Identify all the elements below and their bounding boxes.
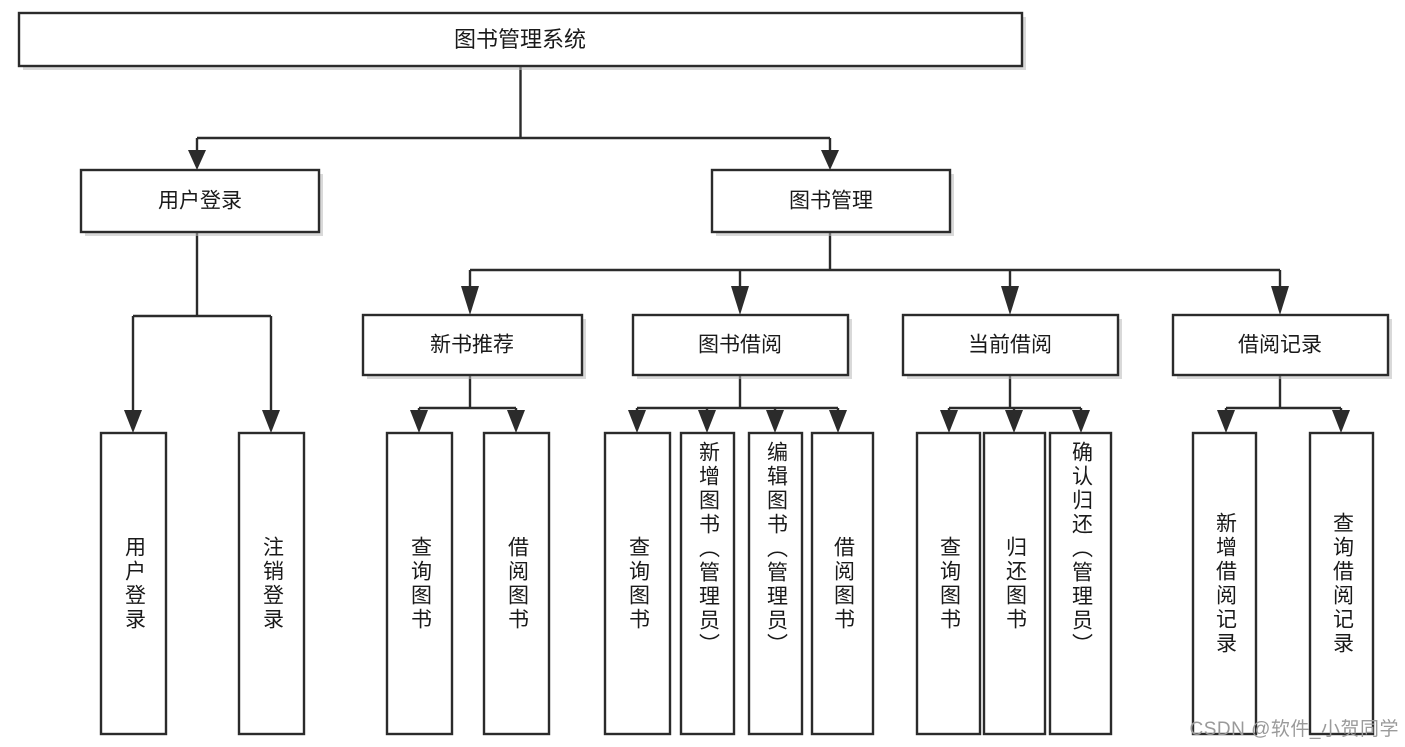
label-book-borrow: 图书借阅 (698, 334, 782, 357)
box-book-management[interactable] (710, 168, 952, 234)
label-borrow-record: 借阅记录 (1238, 334, 1322, 357)
arrow-leaf-user-login (124, 410, 142, 433)
box-leaf-query-book-2[interactable] (603, 431, 672, 736)
arrow-leaf-add-book-admin (698, 410, 716, 433)
box-leaf-query-book-1[interactable] (385, 431, 454, 736)
arrow-leaf-borrow-book-1 (507, 410, 525, 433)
arrow-leaf-edit-book-admin (766, 410, 784, 433)
label-current-borrow: 当前借阅 (968, 334, 1052, 357)
arrow-leaf-query-borrow-record (1332, 410, 1350, 433)
box-leaf-query-book-3[interactable] (915, 431, 982, 736)
arrow-book-management (821, 150, 839, 170)
arrow-leaf-return-book (1005, 410, 1023, 433)
label-new-book-recommend: 新书推荐 (430, 334, 514, 357)
arrow-leaf-borrow-book-2 (829, 410, 847, 433)
arrow-leaf-confirm-return-admin (1072, 410, 1090, 433)
box-borrow-record[interactable] (1171, 313, 1390, 377)
box-book-borrow[interactable] (631, 313, 850, 377)
box-leaf-confirm-return-admin[interactable] (1048, 431, 1113, 736)
box-root-library-system[interactable] (17, 11, 1024, 68)
arrow-borrow-record (1271, 286, 1289, 315)
box-leaf-query-borrow-record[interactable] (1308, 431, 1375, 736)
arrow-leaf-query-book-3 (940, 410, 958, 433)
arrow-leaf-query-book-1 (410, 410, 428, 433)
box-current-borrow[interactable] (901, 313, 1120, 377)
box-leaf-add-borrow-record[interactable] (1191, 431, 1258, 736)
box-leaf-user-login[interactable] (99, 431, 168, 736)
box-new-book-recommend[interactable] (361, 313, 584, 377)
box-leaf-logout[interactable] (237, 431, 306, 736)
box-user-login[interactable] (79, 168, 321, 234)
label-user-login: 用户登录 (158, 190, 242, 213)
watermark-text: CSDN @软件_小贺同学 (1189, 719, 1399, 740)
arrow-leaf-query-book-2 (628, 410, 646, 433)
box-leaf-borrow-book-2[interactable] (810, 431, 875, 736)
connector-layer (124, 66, 1350, 433)
arrow-current-borrow (1001, 286, 1019, 315)
box-layer: 图书管理系统 用户登录 图书管理 新书推荐 图书借阅 当前借阅 借阅记录 (17, 11, 1390, 736)
arrow-leaf-logout (262, 410, 280, 433)
arrow-leaf-add-borrow-record (1217, 410, 1235, 433)
arrow-book-borrow (731, 286, 749, 315)
box-leaf-edit-book-admin[interactable] (747, 431, 804, 736)
box-leaf-borrow-book-1[interactable] (482, 431, 551, 736)
box-leaf-return-book[interactable] (982, 431, 1047, 736)
label-book-management: 图书管理 (789, 190, 873, 213)
arrow-new-book-recommend (461, 286, 479, 315)
arrow-user-login (188, 150, 206, 170)
box-leaf-add-book-admin[interactable] (679, 431, 736, 736)
label-root-library-system: 图书管理系统 (454, 27, 586, 52)
